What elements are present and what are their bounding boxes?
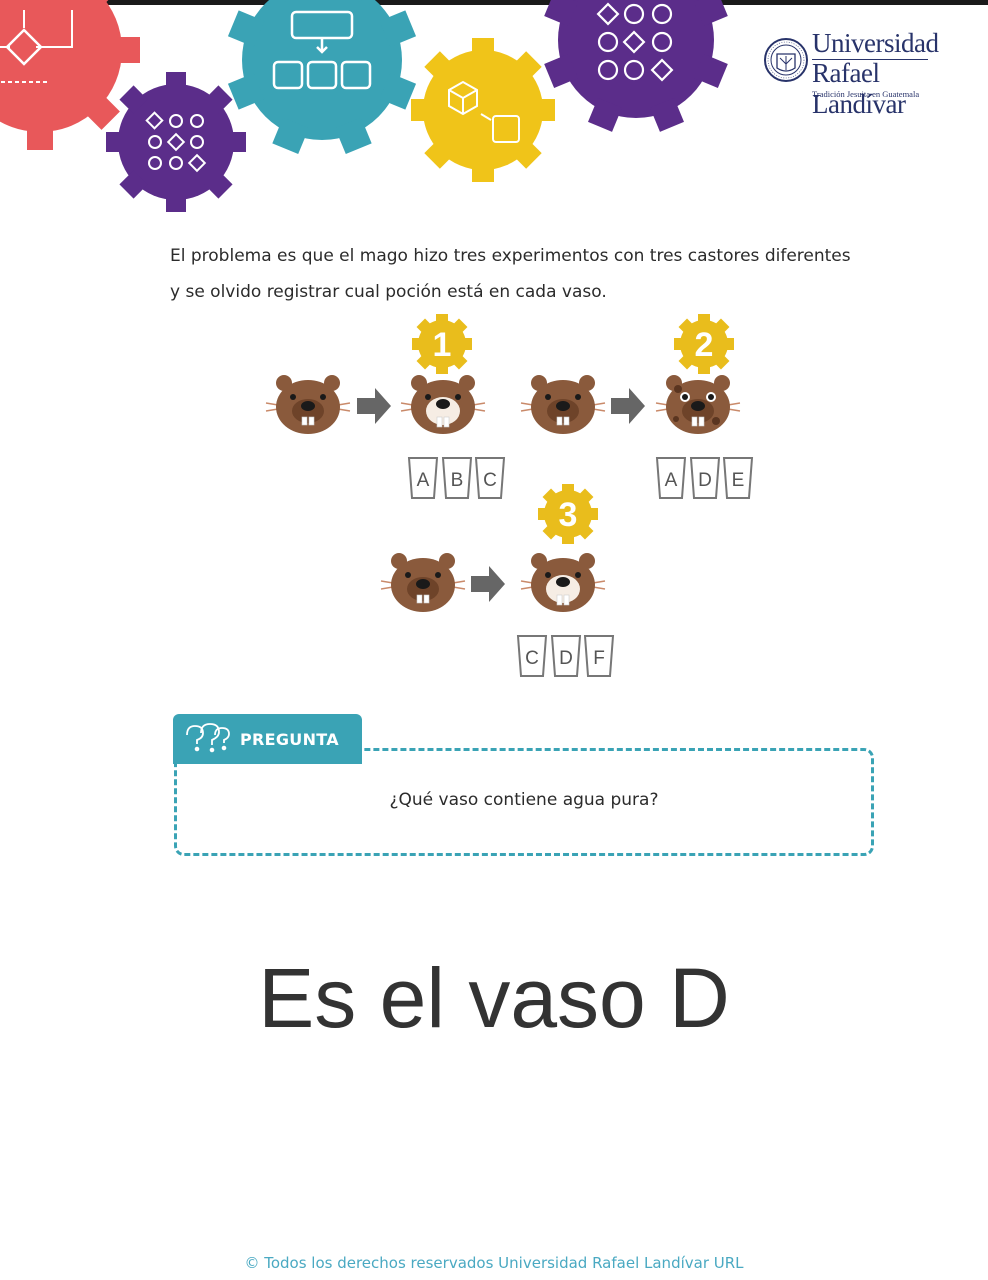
beaver-after-icon <box>520 552 606 613</box>
logo-tagline: Tradición Jesuita en Guatemala <box>812 89 920 99</box>
beaver-before-icon <box>265 374 351 435</box>
logo-divider <box>812 59 928 60</box>
purple-gear-icon <box>106 72 246 212</box>
cup-label: C <box>525 648 539 669</box>
cup-label: A <box>417 470 430 491</box>
experiment-number: 3 <box>559 496 578 534</box>
cup-label: C <box>483 470 497 491</box>
logo-line-2: Rafael Landívar <box>812 58 906 119</box>
teal-gear-icon <box>227 0 417 155</box>
beaver-after-icon <box>400 374 486 435</box>
question-text: ¿Qué vaso contiene agua pura? <box>389 790 659 810</box>
experiment-number: 1 <box>433 326 452 364</box>
beaver-before-icon <box>520 374 606 435</box>
cup-label: F <box>593 648 605 669</box>
experiment-3: 3 C D F <box>380 484 614 677</box>
beaver-after-icon <box>655 374 741 435</box>
university-seal-icon <box>764 38 808 82</box>
experiment-2: 2 A D E <box>520 314 753 499</box>
top-border <box>0 0 988 5</box>
question-marks-icon <box>186 723 230 753</box>
purple-large-gear-icon <box>544 0 728 132</box>
experiment-number: 2 <box>695 326 714 364</box>
logo-line-1: Universidad <box>812 28 939 58</box>
red-gear-icon <box>0 0 140 150</box>
intro-paragraph: El problema es que el mago hizo tres exp… <box>170 246 851 302</box>
question-box <box>174 748 874 856</box>
cup-label: A <box>665 470 678 491</box>
cup-label: D <box>698 470 712 491</box>
experiments-diagram: 1 A B C 2 A D E 3 C D F <box>265 314 753 677</box>
pregunta-tab: PREGUNTA <box>173 714 362 764</box>
beaver-before-icon <box>380 552 466 613</box>
cup-label: D <box>559 648 573 669</box>
yellow-gear-icon <box>411 38 555 182</box>
arrow-right-icon <box>471 566 505 602</box>
answer-text: Es el vaso D <box>258 951 730 1045</box>
cup-label: B <box>451 470 464 491</box>
gears-header-illustration <box>0 0 728 212</box>
experiment-1: 1 A B C <box>265 314 505 499</box>
university-logo: Universidad Rafael Landívar Tradición Je… <box>764 28 974 119</box>
pregunta-label: PREGUNTA <box>240 730 339 749</box>
cup-label: E <box>732 470 745 491</box>
copyright-footer: © Todos los derechos reservados Universi… <box>244 1254 744 1272</box>
arrow-right-icon <box>611 388 645 424</box>
arrow-right-icon <box>357 388 391 424</box>
